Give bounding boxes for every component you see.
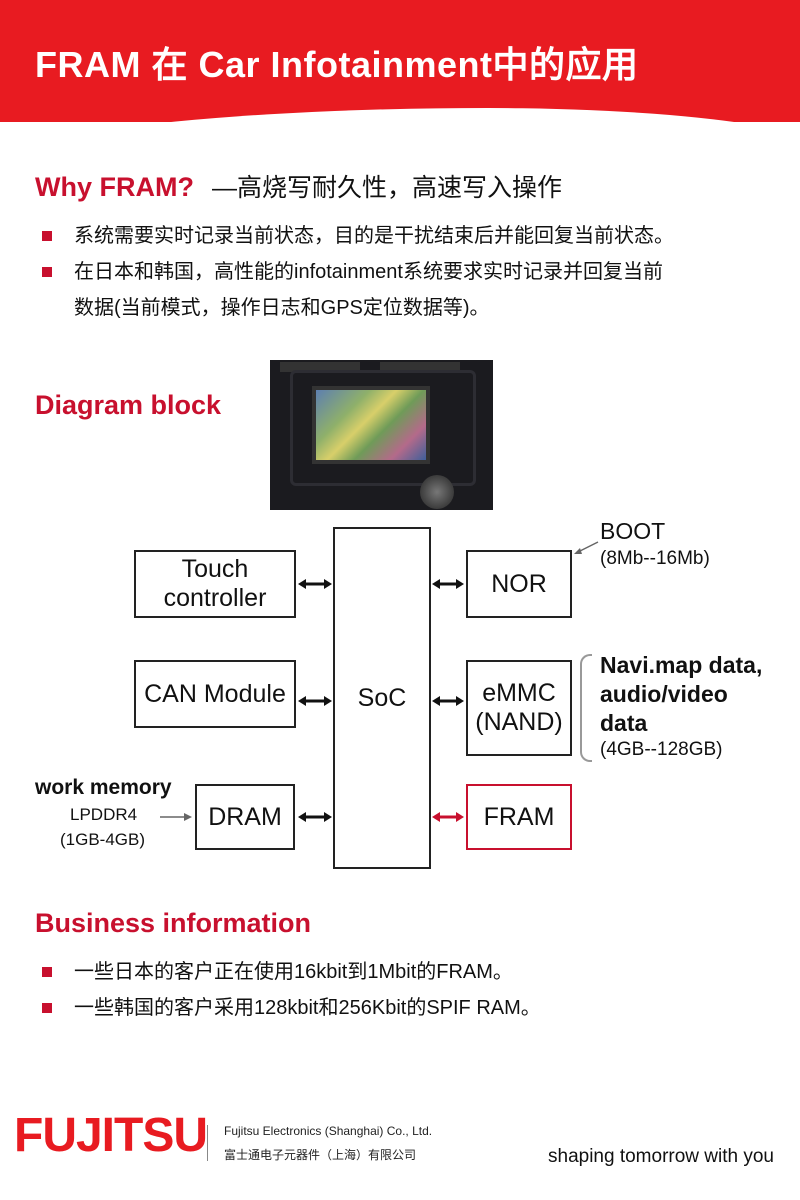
why-section: Why FRAM? —高烧写耐久性，高速写入操作 [35, 168, 562, 204]
double-arrow-icon [298, 696, 332, 706]
footer-divider [207, 1125, 208, 1161]
bullet-square-icon [42, 231, 52, 241]
control-knob [420, 475, 454, 509]
double-arrow-icon [432, 579, 464, 589]
double-arrow-icon [298, 812, 332, 822]
double-arrow-icon [298, 579, 332, 589]
pointer-arrow-icon [574, 541, 599, 554]
bracket-icon [580, 654, 592, 762]
list-item: 一些韩国的客户采用128kbit和256Kbit的SPIF RAM。 [40, 990, 541, 1026]
business-bullets: 一些日本的客户正在使用16kbit到1Mbit的FRAM。 一些韩国的客户采用1… [40, 954, 541, 1026]
fujitsu-logo: FUJITSU [14, 1109, 208, 1162]
car-dashboard-photo [270, 360, 493, 510]
display-bezel [290, 370, 476, 486]
can-module-box: CAN Module [134, 660, 296, 728]
navi-size-label: (4GB--128GB) [600, 739, 723, 760]
dram-size-label: (1GB-4GB) [60, 830, 146, 849]
navi-label-line1: Navi.map data, [600, 652, 763, 678]
list-item-continuation: 数据(当前模式，操作日志和GPS定位数据等)。 [74, 297, 490, 319]
double-arrow-icon [432, 696, 464, 706]
emmc-box: eMMC(NAND) [466, 660, 572, 756]
fram-box: FRAM [466, 784, 572, 850]
navi-label-line3: data [600, 710, 648, 736]
lpddr-label: LPDDR4 [70, 805, 138, 824]
list-item: 一些日本的客户正在使用16kbit到1Mbit的FRAM。 [40, 954, 541, 990]
boot-size-label: (8Mb--16Mb) [600, 548, 710, 569]
dram-box: DRAM [195, 784, 295, 850]
why-bullets: 系统需要实时记录当前状态，目的是干扰结束后并能回复当前状态。 在日本和韩国，高性… [40, 218, 674, 326]
pointer-arrow-icon [160, 813, 192, 821]
list-item: 系统需要实时记录当前状态，目的是干扰结束后并能回复当前状态。 [40, 218, 674, 254]
fram-double-arrow-icon [432, 812, 464, 822]
bullet-square-icon [42, 967, 52, 977]
vent-shape [380, 362, 460, 372]
boot-label: BOOT [600, 518, 666, 544]
work-memory-label: work memory [35, 776, 172, 799]
company-name-en: Fujitsu Electronics (Shanghai) Co., Ltd. [224, 1124, 433, 1138]
navigation-screen [312, 386, 430, 464]
slogan: shaping tomorrow with you [548, 1146, 774, 1167]
nor-box: NOR [466, 550, 572, 618]
vent-shape [280, 362, 360, 372]
bullet-square-icon [42, 1003, 52, 1013]
header-banner [0, 0, 800, 122]
list-item: 在日本和韩国，高性能的infotainment系统要求实时记录并回复当前 [40, 254, 674, 290]
page-title: FRAM 在 Car Infotainment中的应用 [35, 44, 639, 85]
navi-label-line2: audio/video [600, 681, 728, 707]
company-name-cn: 富士通电子元器件（上海）有限公司 [224, 1148, 417, 1162]
diagram-heading: Diagram block [35, 390, 222, 420]
why-heading: Why FRAM? [35, 172, 194, 202]
business-heading: Business information [35, 908, 312, 938]
soc-box: SoC [333, 527, 431, 869]
bullet-square-icon [42, 267, 52, 277]
why-subtitle: —高烧写耐久性，高速写入操作 [211, 174, 562, 202]
